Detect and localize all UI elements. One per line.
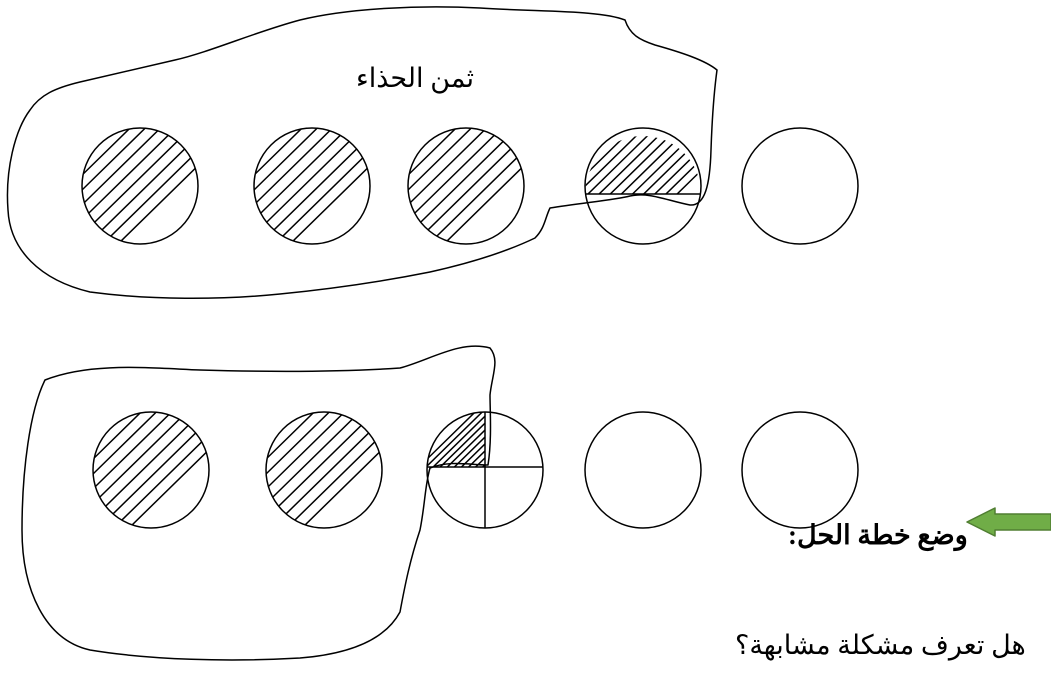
hatch-line bbox=[593, 138, 701, 194]
hatch-line bbox=[82, 128, 198, 244]
arrow-left-icon bbox=[966, 507, 1051, 537]
circle-outline bbox=[253, 127, 371, 245]
hatch-line bbox=[266, 412, 382, 528]
enclosure-bottom-row bbox=[21, 345, 496, 661]
hatch-line bbox=[427, 411, 485, 467]
hatch-line bbox=[254, 128, 365, 219]
circle-outline bbox=[741, 411, 859, 529]
hatch-line bbox=[427, 411, 485, 467]
hatch-line bbox=[427, 411, 485, 467]
fraction-circle-1-1 bbox=[81, 127, 199, 245]
hatch-line bbox=[93, 412, 209, 521]
hatch-line bbox=[266, 412, 382, 521]
fraction-circle-2-1 bbox=[92, 411, 210, 529]
hatch-line bbox=[408, 128, 524, 244]
hatch-line bbox=[254, 128, 370, 244]
circle-outline bbox=[92, 411, 210, 529]
hatch-line bbox=[408, 128, 513, 210]
circle-outline bbox=[81, 127, 199, 245]
hatch-line bbox=[254, 128, 370, 237]
circle-outline bbox=[426, 411, 544, 529]
hatch-line bbox=[408, 128, 524, 244]
hatch-line bbox=[585, 136, 701, 194]
hatch-line bbox=[427, 411, 485, 467]
hatch-line bbox=[585, 136, 701, 194]
hatch-line bbox=[93, 412, 209, 528]
arrow-left-shape bbox=[966, 507, 1051, 537]
hatch-line bbox=[93, 412, 209, 512]
fraction-circle-2-3 bbox=[426, 411, 544, 529]
hatch-line bbox=[585, 136, 695, 194]
fraction-circle-1-2 bbox=[253, 127, 371, 245]
shoe-price-label: ثمن الحذاء bbox=[356, 63, 474, 93]
hatch-line bbox=[254, 128, 359, 210]
fraction-circle-1-5 bbox=[741, 127, 859, 245]
hatch-line bbox=[428, 411, 485, 467]
hatch-line bbox=[266, 412, 382, 528]
hatch-line bbox=[82, 128, 193, 219]
hatch-line bbox=[82, 128, 198, 228]
hatch-line bbox=[99, 419, 209, 528]
hatch-line bbox=[585, 136, 699, 194]
hatch-line bbox=[82, 128, 198, 244]
hatch-line bbox=[427, 411, 485, 467]
fraction-circle-2-5 bbox=[741, 411, 859, 529]
hatch-line bbox=[93, 412, 204, 503]
hatch-line bbox=[589, 136, 701, 194]
hatch-line bbox=[427, 411, 485, 467]
hatch-line bbox=[272, 419, 382, 528]
hatch-line bbox=[408, 128, 519, 219]
circle-outline bbox=[584, 411, 702, 529]
question-text: هل تعرف مشكلة مشابهة؟ bbox=[735, 630, 1026, 660]
hatch-line bbox=[266, 412, 371, 494]
hatch-line bbox=[93, 412, 209, 528]
circle-outline bbox=[584, 127, 702, 245]
hatch-line bbox=[427, 411, 485, 467]
hatch-line bbox=[260, 135, 370, 244]
circle-outline bbox=[265, 411, 383, 529]
hatch-line bbox=[585, 136, 701, 194]
fraction-circle-2-4 bbox=[584, 411, 702, 529]
hatch-line bbox=[254, 128, 370, 244]
hatch-line bbox=[408, 128, 524, 228]
hatch-line bbox=[93, 412, 198, 494]
hatch-line bbox=[82, 128, 198, 237]
hatch-line bbox=[82, 128, 187, 210]
hatch-line bbox=[585, 136, 701, 194]
hatch-line bbox=[88, 135, 198, 244]
hatch-line bbox=[427, 411, 485, 467]
hatch-line bbox=[585, 136, 690, 194]
hatch-line bbox=[436, 423, 485, 467]
enclosure-top-row bbox=[6, 6, 718, 300]
hatch-line bbox=[427, 411, 485, 467]
circle-outline bbox=[407, 127, 525, 245]
hatch-line bbox=[427, 411, 485, 467]
hatch-line bbox=[266, 412, 377, 503]
hatch-line bbox=[433, 419, 485, 467]
hatch-line bbox=[254, 128, 370, 228]
hatch-line bbox=[427, 411, 485, 467]
hatch-line bbox=[266, 412, 382, 512]
hatch-line bbox=[414, 135, 524, 244]
fraction-circle-1-4 bbox=[584, 127, 702, 245]
hatch-line bbox=[585, 136, 701, 194]
hatch-line bbox=[430, 415, 485, 467]
hatch-line bbox=[408, 128, 524, 237]
circle-outline bbox=[741, 127, 859, 245]
circles-layer bbox=[81, 127, 859, 529]
plan-heading: وضع خطة الحل: bbox=[788, 520, 968, 550]
fraction-circle-2-2 bbox=[265, 411, 383, 529]
